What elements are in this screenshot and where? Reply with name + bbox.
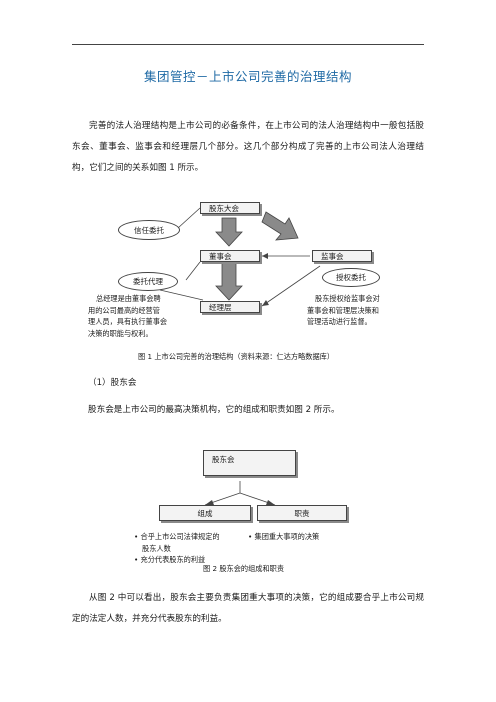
- duties-list: • 集团重大事项的决策: [248, 531, 368, 543]
- management-box: 经理层: [200, 301, 260, 313]
- agency-oval: 委托代理: [118, 272, 178, 291]
- supervisors-box: 监事会: [312, 250, 372, 262]
- figure2-caption: 图 2 股东会的组成和职责: [203, 564, 285, 573]
- left-note-line: 用的公司最高的经营管: [88, 305, 160, 315]
- left-note-line: 决策的职能与权利。: [88, 328, 153, 338]
- trust-oval: 信任委托: [118, 220, 180, 240]
- composition-box: 组成: [159, 505, 251, 521]
- list-item-text: 合乎上市公司法律规定的: [140, 532, 220, 541]
- header-rule: [72, 44, 424, 45]
- right-note: 股东授权给监事会对 董事会和管理层决策和 管理活动进行监督。: [307, 293, 407, 328]
- list-item: 股东人数: [142, 543, 171, 553]
- list-item-text: 集团重大事项的决策: [254, 532, 320, 541]
- board-box: 董事会: [200, 250, 260, 262]
- list-item: • 集团重大事项的决策: [248, 532, 320, 541]
- section-heading: （1）股东会: [88, 378, 137, 388]
- right-note-line: 管理活动进行监督。: [307, 317, 372, 326]
- section-paragraph: 股东会是上市公司的最高决策机构，它的组成和职责如图 2 所示。: [88, 405, 340, 415]
- left-note-line: 理人员，具有执行董事会: [88, 317, 168, 326]
- composition-list: • 合乎上市公司法律规定的 股东人数 • 充分代表股东的利益: [134, 531, 254, 566]
- closing-paragraph: 从图 2 中可以看出，股东会主要负责集团重大事项的决策，它的组成要合乎上市公司规…: [72, 593, 424, 624]
- list-item: • 合乎上市公司法律规定的: [134, 532, 220, 541]
- authorize-oval: 授权委托: [322, 268, 380, 287]
- left-note-line: 总经理是由董事会聘: [96, 294, 161, 303]
- figure1-caption: 图 1 上市公司完善的治理结构（资料来源：仁达方略数据库）: [138, 352, 335, 361]
- left-note: 总经理是由董事会聘 用的公司最高的经营管 理人员，具有执行董事会 决策的职能与权…: [88, 293, 192, 339]
- right-note-line: 股东授权给监事会对: [315, 294, 380, 303]
- right-note-line: 董事会和管理层决策和: [307, 305, 379, 315]
- intro-paragraph: 完善的法人治理结构是上市公司的必备条件，在上市公司的法人治理结构中一般包括股东会…: [72, 121, 424, 173]
- list-item-text: 充分代表股东的利益: [140, 555, 206, 564]
- duties-box: 职责: [257, 505, 347, 521]
- page-title: 集团管控－上市公司完善的治理结构: [143, 69, 352, 84]
- shareholders-box: 股东会: [203, 450, 296, 476]
- shareholders-meeting-box: 股东大会: [200, 202, 260, 214]
- list-item: • 充分代表股东的利益: [134, 555, 206, 564]
